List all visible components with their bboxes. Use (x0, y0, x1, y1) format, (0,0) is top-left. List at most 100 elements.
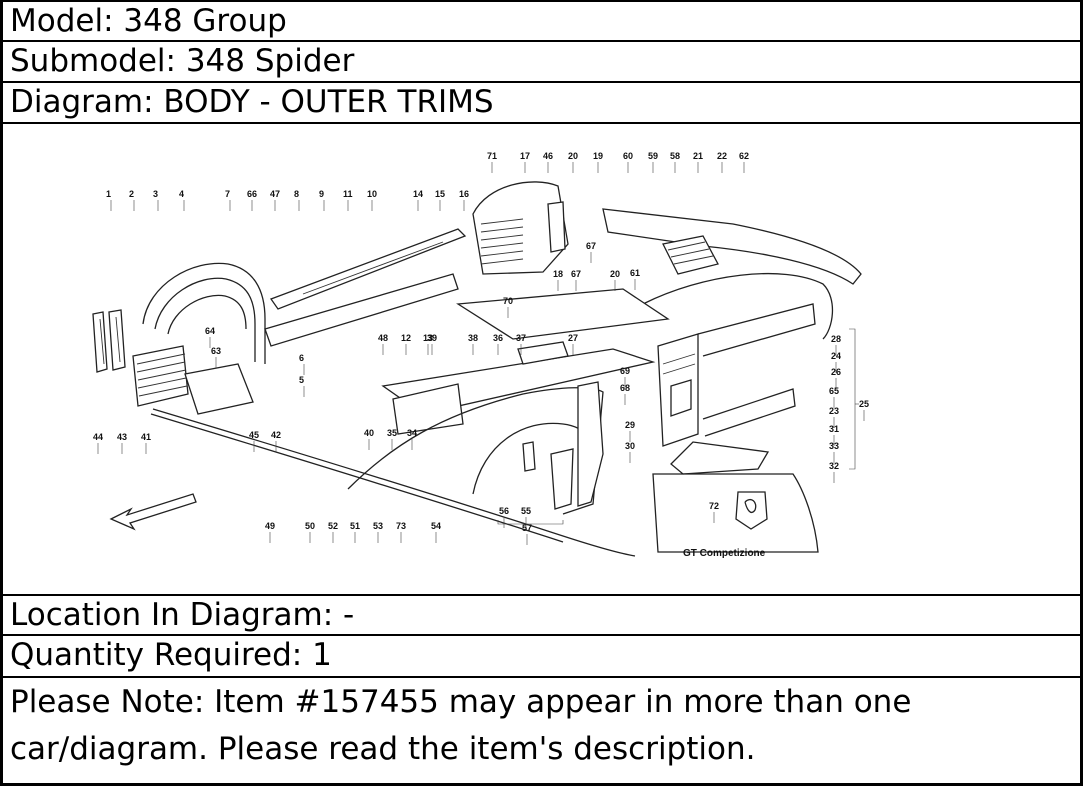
callout-1: 1 (106, 189, 111, 199)
callout-12: 12 (401, 333, 411, 343)
callout-63: 63 (211, 346, 221, 356)
callout-27: 27 (568, 333, 578, 343)
front-grille (132, 345, 254, 415)
callout-67: 67 (586, 241, 596, 251)
exploded-parts-diagram: GT Competizione 123476647891110141516711… (92, 151, 869, 559)
callout-9: 9 (319, 189, 324, 199)
diagram-title-row: Diagram: BODY - OUTER TRIMS (3, 83, 1080, 124)
callout-13: 13 (423, 333, 433, 343)
callout-11: 11 (343, 189, 353, 199)
callout-46: 46 (543, 151, 553, 161)
callout-23: 23 (829, 406, 839, 416)
callout-52: 52 (328, 521, 338, 531)
callout-54: 54 (431, 521, 441, 531)
callout-38: 38 (468, 333, 478, 343)
group-bracket-25 (849, 328, 859, 470)
callout-70: 70 (503, 296, 513, 306)
callout-67: 67 (571, 269, 581, 279)
callout-62: 62 (739, 151, 749, 161)
callout-53: 53 (373, 521, 383, 531)
callout-20: 20 (610, 269, 620, 279)
callout-64: 64 (205, 326, 215, 336)
rear-vent-housing (472, 181, 569, 275)
callout-5: 5 (299, 375, 304, 385)
front-wheel-arch-liner (142, 262, 266, 364)
callout-43: 43 (117, 432, 127, 442)
callout-39: 39 (427, 333, 437, 343)
quantity-label: Quantity Required: 1 (10, 637, 332, 673)
callout-6: 6 (299, 353, 304, 363)
floor-panels (381, 288, 670, 435)
callout-29: 29 (625, 420, 635, 430)
callout-10: 10 (367, 189, 377, 199)
callout-72: 72 (709, 501, 719, 511)
callout-36: 36 (493, 333, 503, 343)
callout-17: 17 (520, 151, 530, 161)
model-row: Model: 348 Group (3, 2, 1080, 42)
callout-40: 40 (364, 428, 374, 438)
callout-71: 71 (487, 151, 497, 161)
callout-15: 15 (435, 189, 445, 199)
callout-2: 2 (129, 189, 134, 199)
model-label: Model: 348 Group (10, 3, 287, 39)
diagram-title: Diagram: BODY - OUTER TRIMS (10, 84, 494, 120)
callout-19: 19 (593, 151, 603, 161)
callout-33: 33 (829, 441, 839, 451)
callout-18: 18 (553, 269, 563, 279)
callout-30: 30 (625, 441, 635, 451)
inset-label: GT Competizione (683, 548, 766, 559)
callout-49: 49 (265, 521, 275, 531)
callout-14: 14 (413, 189, 423, 199)
callout-42: 42 (271, 430, 281, 440)
callout-20: 20 (568, 151, 578, 161)
rear-body-panel (602, 208, 862, 340)
callout-26: 26 (831, 367, 841, 377)
callout-28: 28 (831, 334, 841, 344)
direction-arrow-icon (109, 493, 197, 531)
callout-45: 45 (249, 430, 259, 440)
callout-25: 25 (859, 399, 869, 409)
door-side-structure (657, 303, 816, 475)
callout-73: 73 (396, 521, 406, 531)
callout-32: 32 (829, 461, 839, 471)
callout-31: 31 (829, 424, 839, 434)
callout-69: 69 (620, 366, 630, 376)
callout-60: 60 (623, 151, 633, 161)
callout-59: 59 (648, 151, 658, 161)
side-sill-strip (264, 228, 467, 347)
callout-47: 47 (270, 189, 280, 199)
callout-66: 66 (247, 189, 257, 199)
note-text: Please Note: Item #157455 may appear in … (10, 684, 912, 767)
callout-51: 51 (350, 521, 360, 531)
callout-50: 50 (305, 521, 315, 531)
lower-side-skirt (150, 408, 636, 557)
callout-55: 55 (521, 506, 531, 516)
gt-competizione-inset: GT Competizione (652, 473, 819, 559)
callout-21: 21 (693, 151, 703, 161)
callout-44: 44 (93, 432, 103, 442)
submodel-row: Submodel: 348 Spider (3, 42, 1080, 83)
callout-7: 7 (225, 189, 230, 199)
callout-41: 41 (141, 432, 151, 442)
callout-34: 34 (407, 428, 417, 438)
callout-8: 8 (294, 189, 299, 199)
rear-fender-panel (347, 381, 604, 515)
submodel-label: Submodel: 348 Spider (10, 43, 355, 79)
callout-65: 65 (829, 386, 839, 396)
callout-48: 48 (378, 333, 388, 343)
callout-4: 4 (179, 189, 184, 199)
note-row: Please Note: Item #157455 may appear in … (3, 678, 1080, 784)
callout-68: 68 (620, 383, 630, 393)
callout-16: 16 (459, 189, 469, 199)
callout-56: 56 (499, 506, 509, 516)
callout-24: 24 (831, 351, 841, 361)
callout-35: 35 (387, 428, 397, 438)
group-bracket-57 (497, 520, 564, 525)
callout-58: 58 (670, 151, 680, 161)
front-light-trims (92, 309, 126, 373)
location-label: Location In Diagram: - (10, 597, 355, 633)
callout-3: 3 (153, 189, 158, 199)
